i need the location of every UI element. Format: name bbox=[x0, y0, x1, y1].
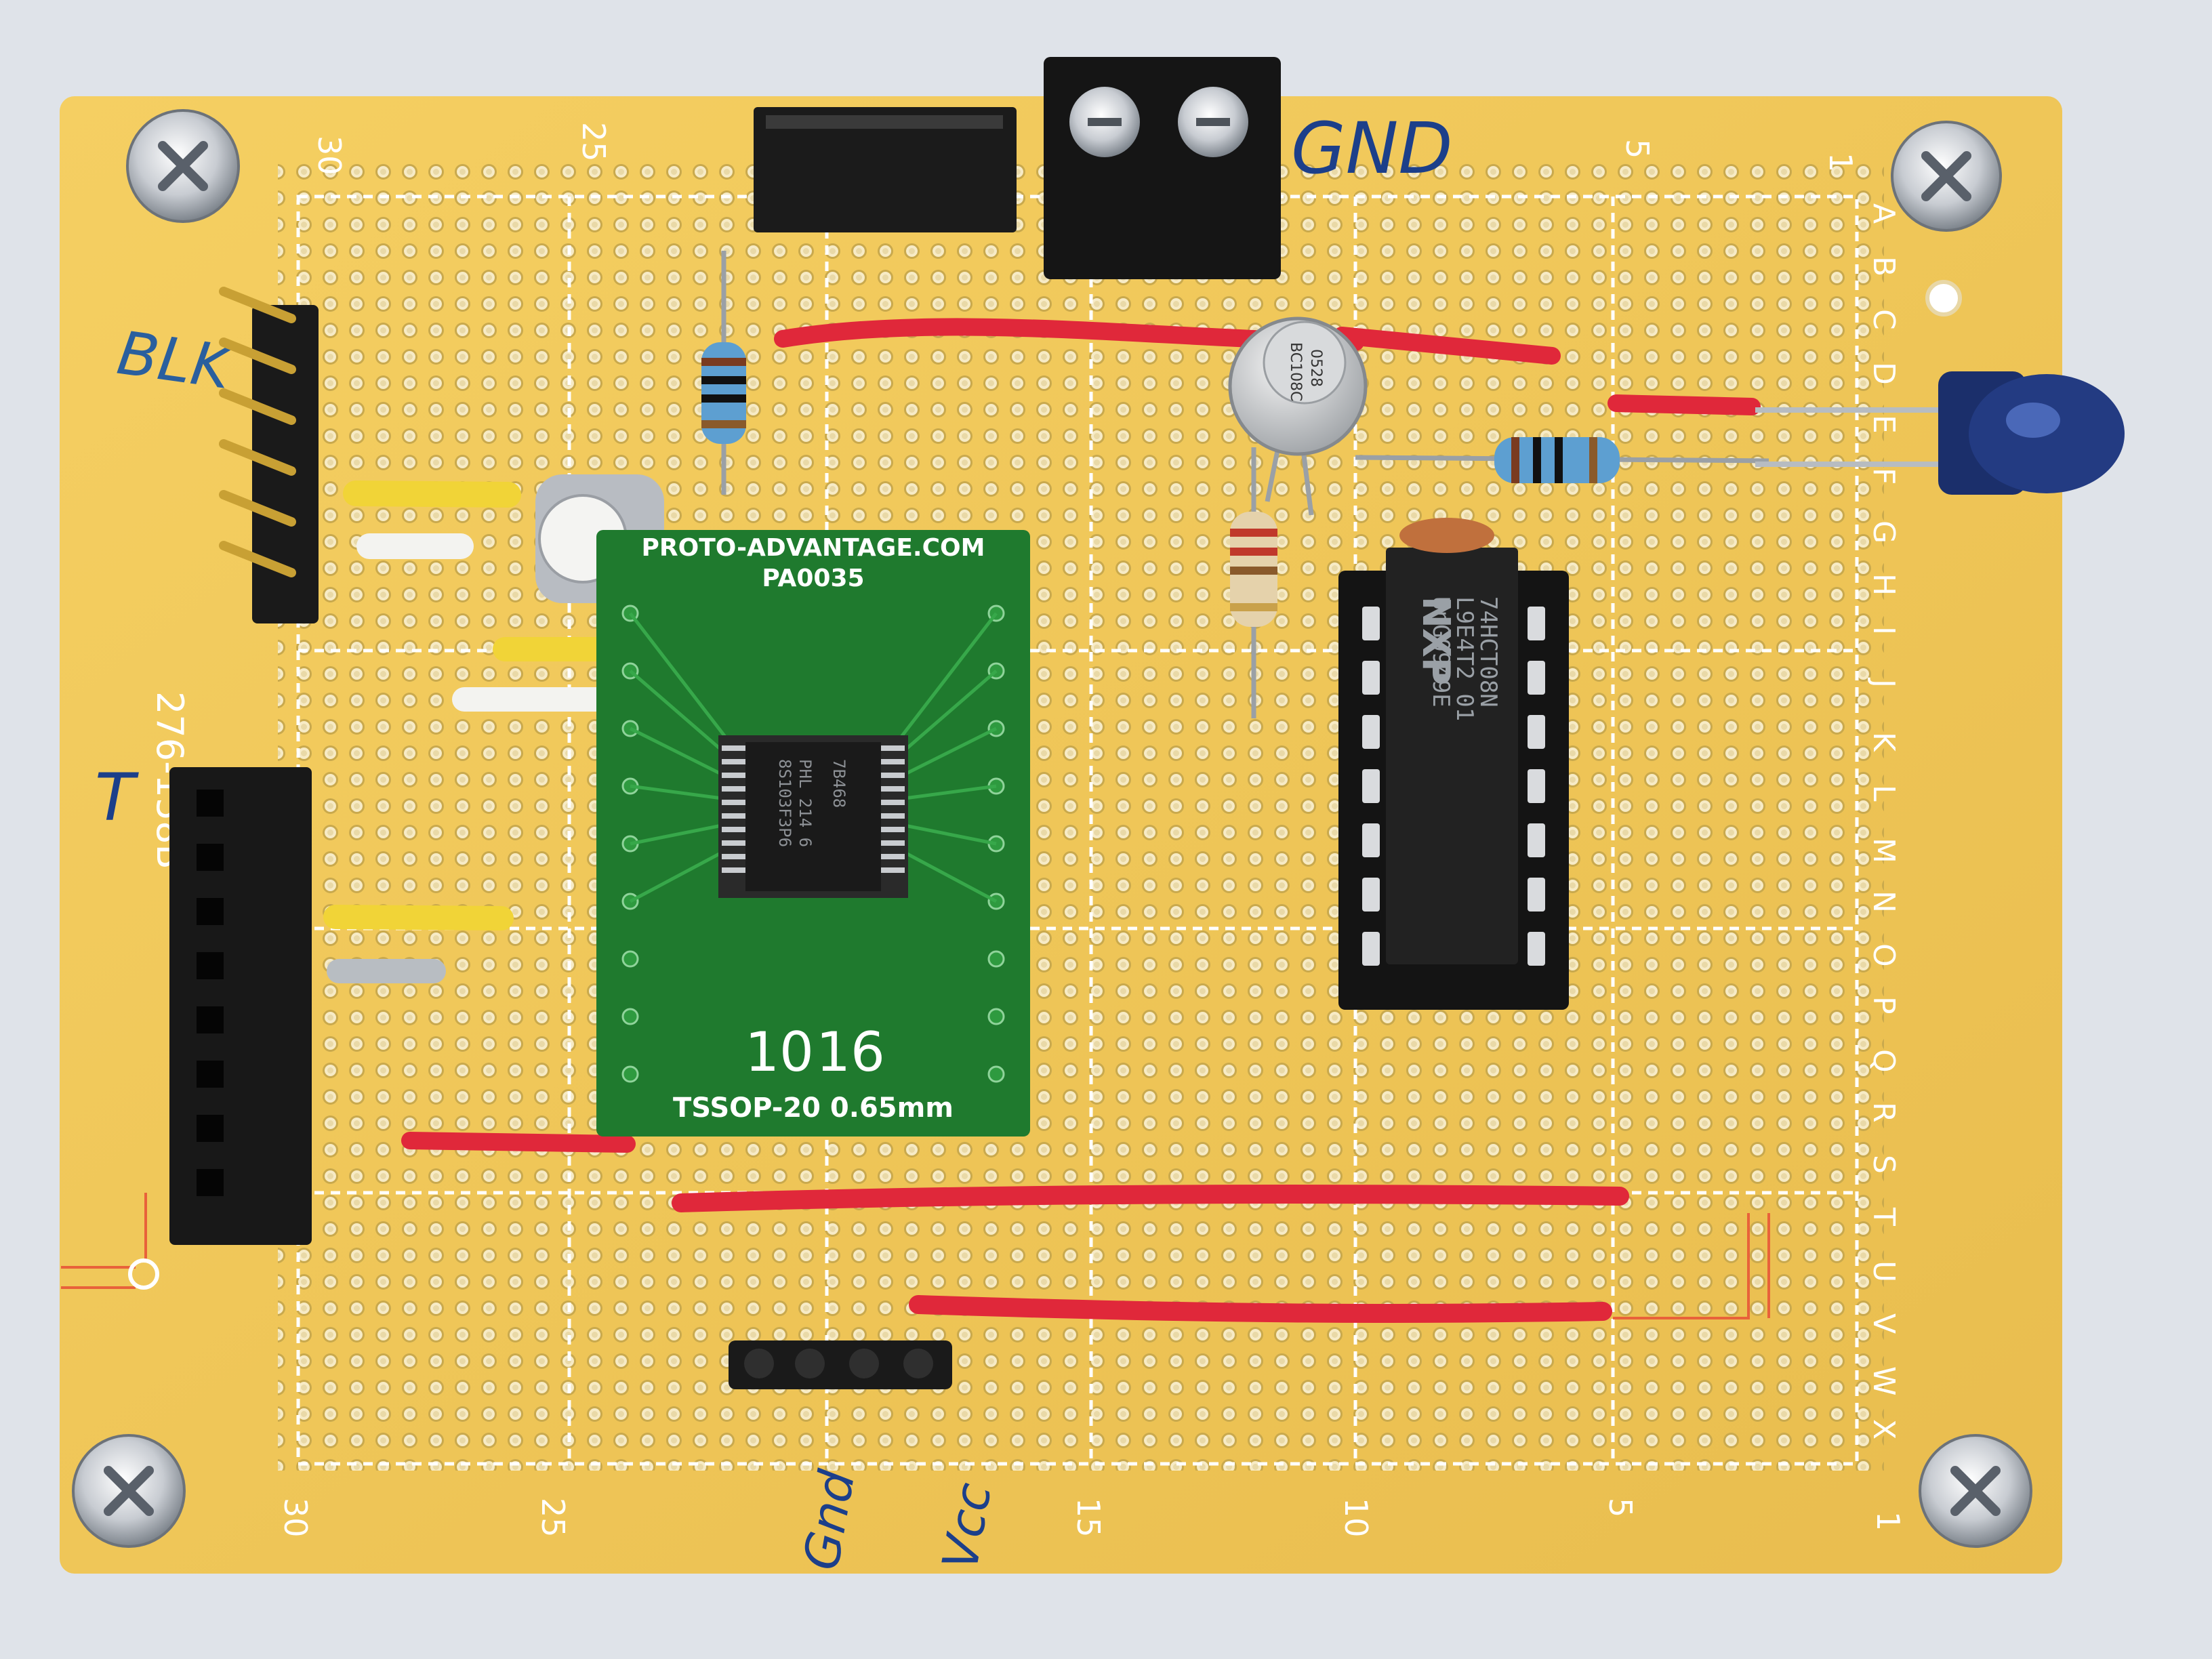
row-letter-d: D bbox=[1866, 362, 1901, 385]
wire-yellow-1 bbox=[343, 480, 521, 508]
adapter-line2: PA0035 bbox=[762, 565, 864, 592]
wires bbox=[323, 318, 1761, 1323]
column-labels-bottom: 30 25 15 10 5 1 bbox=[277, 1498, 1906, 1538]
adapter-package: TSSOP-20 0.65mm bbox=[673, 1092, 954, 1124]
row-letter-f: F bbox=[1866, 468, 1901, 485]
female-header-top bbox=[754, 107, 1017, 232]
screw-top-left bbox=[126, 109, 240, 223]
handwriting-t: T bbox=[95, 760, 139, 836]
col-label-bottom-10: 10 bbox=[1338, 1498, 1374, 1538]
handwriting-blk: BLK bbox=[113, 318, 239, 403]
corner-marker-left bbox=[61, 1193, 159, 1290]
wire-red-s-row bbox=[401, 1132, 636, 1153]
dip-line1: 74HCT08N bbox=[1475, 596, 1502, 708]
row-letters: A B C D E F G H I J K L M N O P Q R S T U V W X bbox=[1866, 203, 1901, 1439]
screw-top-right bbox=[1891, 121, 2002, 232]
male-header-left bbox=[219, 287, 319, 623]
tssop-chip: 8S103F3P6 PHL 214 6 7B468 bbox=[718, 735, 908, 898]
adapter-line1: PROTO-ADVANTAGE.COM bbox=[642, 534, 985, 562]
col-label-bottom-25: 25 bbox=[535, 1498, 571, 1538]
nxp-logo: NXP bbox=[1414, 596, 1458, 685]
row-letter-n: N bbox=[1866, 890, 1901, 913]
male-header-bottom bbox=[729, 1340, 952, 1389]
col-label-bottom-15: 15 bbox=[1070, 1498, 1107, 1538]
row-letter-p: P bbox=[1866, 996, 1901, 1015]
ir-receiver bbox=[1755, 371, 2125, 495]
tssop-line1: 8S103F3P6 bbox=[775, 759, 794, 847]
row-letter-m: M bbox=[1866, 838, 1901, 863]
resistor-vertical-middle bbox=[1230, 447, 1277, 718]
adapter-pin-right: 16 bbox=[816, 1021, 885, 1084]
adapter-pin-left: 10 bbox=[745, 1021, 814, 1084]
row-letter-v: V bbox=[1866, 1313, 1901, 1334]
wire-red-long-t bbox=[672, 1185, 1629, 1212]
dip-line2: L9E4T2 01 bbox=[1451, 596, 1478, 721]
row-letter-j: J bbox=[1866, 677, 1901, 688]
row-letter-t: T bbox=[1866, 1207, 1901, 1226]
resistor-vertical-top bbox=[701, 251, 746, 495]
col-label-top-30: 30 bbox=[311, 136, 348, 176]
row-letter-a: A bbox=[1866, 203, 1901, 224]
dip-chip-74hct08n: NXP 74HCT08N L9E4T2 01 UnG0949E bbox=[1386, 518, 1518, 964]
row-letter-c: C bbox=[1866, 309, 1901, 330]
tssop-adapter-board: PROTO-ADVANTAGE.COM PA0035 bbox=[596, 530, 1030, 1136]
col-label-bottom-1: 1 bbox=[1870, 1511, 1906, 1531]
col-label-bottom-5: 5 bbox=[1602, 1498, 1639, 1517]
resistor-horizontal-right bbox=[1355, 437, 1769, 483]
row-letter-x: X bbox=[1866, 1419, 1901, 1439]
female-header-left bbox=[169, 767, 312, 1245]
tssop-line3: 7B468 bbox=[830, 759, 848, 808]
female-header-top-shine bbox=[766, 115, 1003, 129]
row-letter-l: L bbox=[1866, 785, 1901, 802]
col-label-top-5: 5 bbox=[1619, 139, 1656, 159]
screw-bottom-right bbox=[1919, 1434, 2032, 1548]
row-letter-w: W bbox=[1866, 1366, 1901, 1396]
row-letter-s: S bbox=[1866, 1155, 1901, 1174]
col-label-top-1: 1 bbox=[1822, 152, 1859, 172]
adapter-traces bbox=[629, 612, 998, 903]
transistor-bc108c: BC108C 0528 bbox=[1228, 316, 1368, 516]
wire-red-e-row bbox=[1607, 394, 1761, 415]
col-label-top-25: 25 bbox=[575, 122, 612, 162]
row-letter-b: B bbox=[1866, 256, 1901, 276]
row-letter-q: Q bbox=[1866, 1049, 1901, 1073]
col-label-bottom-30: 30 bbox=[277, 1498, 314, 1538]
row-letter-r: R bbox=[1866, 1102, 1901, 1123]
row-letter-g: G bbox=[1866, 520, 1901, 544]
handwriting-gnd-top: GND bbox=[1291, 107, 1452, 190]
transistor-line2: 0528 bbox=[1307, 349, 1324, 387]
corner-marker-right bbox=[1613, 1213, 1770, 1319]
tssop-line2: PHL 214 6 bbox=[796, 759, 815, 847]
row-letter-i: I bbox=[1866, 626, 1901, 635]
terminal-block bbox=[1044, 57, 1281, 279]
dip-line3: UnG0949E bbox=[1427, 596, 1454, 708]
hole-grid bbox=[278, 163, 1884, 1471]
row-letter-k: K bbox=[1866, 732, 1901, 752]
wire-red-long-v bbox=[909, 1295, 1612, 1323]
mounting-hole bbox=[1925, 280, 1962, 316]
row-letter-o: O bbox=[1866, 943, 1901, 967]
row-letter-e: E bbox=[1866, 415, 1901, 434]
wire-red-top-right bbox=[1333, 327, 1561, 365]
capacitor-ceramic bbox=[1399, 518, 1494, 553]
row-letter-h: H bbox=[1866, 573, 1901, 596]
row-letter-u: U bbox=[1866, 1261, 1901, 1282]
transistor-line1: BC108C bbox=[1287, 342, 1304, 401]
column-labels-top: 30 25 5 1 bbox=[311, 122, 1859, 176]
wire-yellow-3 bbox=[323, 905, 514, 930]
screw-bottom-left bbox=[72, 1434, 186, 1548]
